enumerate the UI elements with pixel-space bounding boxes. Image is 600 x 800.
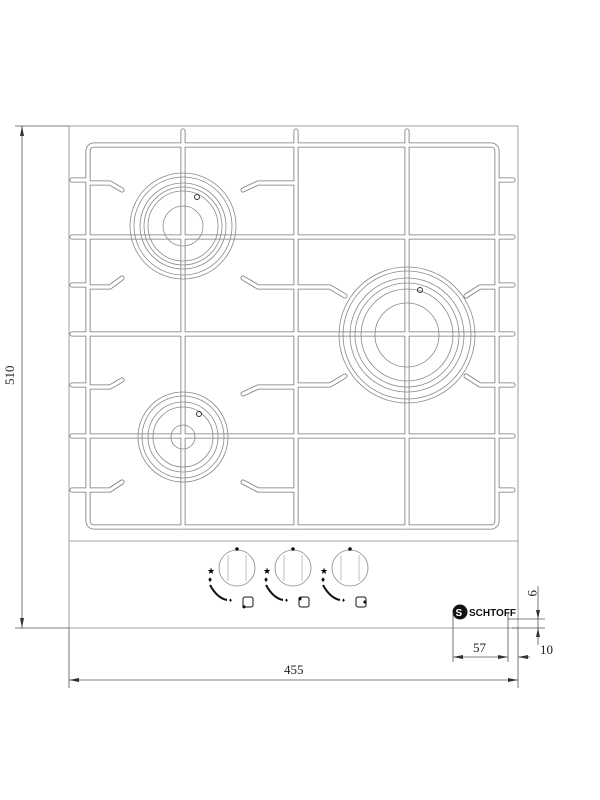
knob[interactable]: [274, 549, 312, 587]
knob[interactable]: [218, 549, 256, 587]
flame-range-arc-icon: [265, 584, 284, 601]
width-dimension: 455: [68, 628, 519, 688]
control-knobs: ★♦♦★♦♦★♦♦: [207, 547, 369, 609]
logo-offset-label: 57: [473, 640, 487, 655]
ignition-plug-icon: [417, 287, 423, 293]
max-flame-star-icon: ★: [263, 566, 271, 576]
burner-large: [338, 266, 476, 404]
knob[interactable]: [331, 549, 369, 587]
off-position-dot-icon: [291, 547, 295, 551]
brand-name: SCHTOFF: [469, 608, 516, 619]
height-dimension: 510: [2, 125, 69, 629]
pan-support-grate: [69, 128, 516, 530]
flame-drop-icon: ♦: [208, 575, 212, 584]
width-label: 455: [284, 662, 304, 677]
max-flame-star-icon: ★: [320, 566, 328, 576]
off-position-dot-icon: [348, 547, 352, 551]
svg-text:S: S: [456, 608, 463, 619]
flame-range-arc-icon: [209, 584, 228, 601]
flame-drop-icon: ♦: [264, 575, 268, 584]
right-margin-label: 10: [540, 642, 553, 657]
ignition-plug-icon: [196, 411, 202, 417]
min-flame-drop-icon: ♦: [229, 598, 232, 604]
schtoff-logo: S SCHTOFF: [452, 604, 516, 620]
flame-range-arc-icon: [322, 584, 341, 601]
height-label: 510: [2, 366, 17, 386]
burner-position-indicator-icon: [242, 596, 254, 608]
burner-position-indicator-icon: [298, 596, 310, 608]
min-flame-drop-icon: ♦: [342, 598, 345, 604]
ignition-plug-icon: [194, 194, 200, 200]
hob-outline: [68, 125, 519, 629]
bottom-offset-dimension: 9: [508, 586, 545, 645]
right-margin-dimension: 10: [518, 642, 553, 659]
max-flame-star-icon: ★: [207, 566, 215, 576]
burner-medium: [129, 172, 237, 280]
logo-offset-dimension: 57: [452, 612, 509, 662]
flame-drop-icon: ♦: [321, 575, 325, 584]
min-flame-drop-icon: ♦: [285, 598, 288, 604]
burner-small: [137, 391, 229, 483]
bottom-offset-label: 9: [525, 590, 540, 597]
off-position-dot-icon: [235, 547, 239, 551]
